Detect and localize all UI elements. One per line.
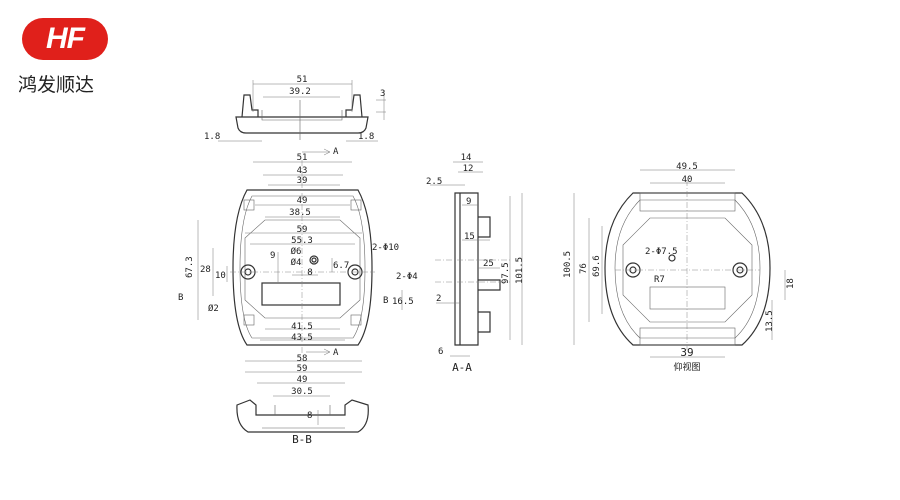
dim-label: 39 bbox=[680, 346, 693, 359]
dim-label: 76 bbox=[579, 263, 589, 274]
dim-label: 51 bbox=[297, 153, 308, 163]
dim-label: 3 bbox=[380, 89, 385, 99]
dim-label: 49.5 bbox=[676, 162, 698, 172]
front-view: 51 43 39 49 38.5 59 55.3 Ø6 Ø4 8 9 6.7 6… bbox=[178, 153, 418, 358]
dim-label: 2-Φ7.5 bbox=[645, 247, 678, 257]
section-b-b: 58 59 49 30.5 8 B-B bbox=[236, 354, 369, 446]
dim-label: 59 bbox=[297, 225, 308, 235]
dim-label: 6 bbox=[438, 347, 443, 357]
section-mark: B bbox=[383, 296, 388, 306]
logo-text: HF bbox=[46, 22, 85, 55]
dim-label: 2 bbox=[436, 294, 441, 304]
dim-label: 1.8 bbox=[358, 132, 374, 142]
dim-label: 1.8 bbox=[204, 132, 220, 142]
dim-label: 15 bbox=[464, 232, 475, 242]
dim-label: 6.7 bbox=[333, 261, 349, 271]
dim-label: 2-Φ10 bbox=[372, 243, 399, 253]
section-label: B-B bbox=[292, 433, 312, 446]
bottom-view: 49.5 40 100.5 76 69.6 2-Φ7.5 R7 18 13.5 … bbox=[563, 162, 796, 373]
dim-label: 2-Φ4 bbox=[396, 272, 418, 282]
dim-label: 55.3 bbox=[291, 236, 313, 246]
brand-name: 鸿发顺达 bbox=[18, 74, 95, 96]
dim-label: 59 bbox=[297, 364, 308, 374]
dim-label: 39.2 bbox=[289, 87, 311, 97]
dim-label: 10 bbox=[215, 271, 226, 281]
dim-label: 101.5 bbox=[515, 257, 525, 284]
section-label: A-A bbox=[452, 361, 472, 374]
section-a-a: 14 12 2.5 9 15 25 97.5 101.5 2 6 A-A bbox=[426, 153, 525, 374]
dim-label: 100.5 bbox=[563, 251, 573, 278]
dim-label: 28 bbox=[200, 265, 211, 275]
dim-label: 13.5 bbox=[765, 310, 775, 332]
brand-logo: HF bbox=[22, 18, 108, 60]
dim-label: 97.5 bbox=[501, 262, 511, 284]
dim-label: 8 bbox=[307, 411, 312, 421]
section-mark: A bbox=[333, 147, 339, 157]
dim-label: Ø6 bbox=[291, 246, 302, 257]
dim-label: 39 bbox=[297, 176, 308, 186]
dim-label: R7 bbox=[654, 275, 665, 285]
dim-label: 58 bbox=[297, 354, 308, 364]
dim-label: 38.5 bbox=[289, 208, 311, 218]
dim-label: 30.5 bbox=[291, 387, 313, 397]
dim-label: 43 bbox=[297, 166, 308, 176]
dim-label: 9 bbox=[466, 197, 471, 207]
dim-label: 8 bbox=[307, 268, 312, 278]
dim-label: 67.3 bbox=[185, 256, 195, 278]
dim-label: 14 bbox=[461, 153, 472, 163]
dim-label: 18 bbox=[786, 278, 796, 289]
dim-label: 2.5 bbox=[426, 177, 442, 187]
dim-label: 12 bbox=[463, 164, 474, 174]
dim-label: 51 bbox=[297, 75, 308, 85]
top-view: 51 39.2 3 1.8 1.8 A bbox=[204, 75, 386, 157]
dim-label: Ø2 bbox=[208, 303, 219, 314]
dim-label: 16.5 bbox=[392, 297, 414, 307]
dim-label: 25 bbox=[483, 259, 494, 269]
dim-label: 40 bbox=[682, 175, 693, 185]
section-mark: A bbox=[333, 348, 339, 358]
dim-label: 41.5 bbox=[291, 322, 313, 332]
view-label: 仰视图 bbox=[673, 361, 700, 373]
dim-label: 9 bbox=[270, 251, 275, 261]
dim-label: 69.6 bbox=[592, 255, 602, 277]
dim-label: 49 bbox=[297, 196, 308, 206]
dim-label: Ø4 bbox=[291, 257, 302, 268]
dim-label: 49 bbox=[297, 375, 308, 385]
section-mark: B bbox=[178, 293, 183, 303]
dim-label: 43.5 bbox=[291, 333, 313, 343]
